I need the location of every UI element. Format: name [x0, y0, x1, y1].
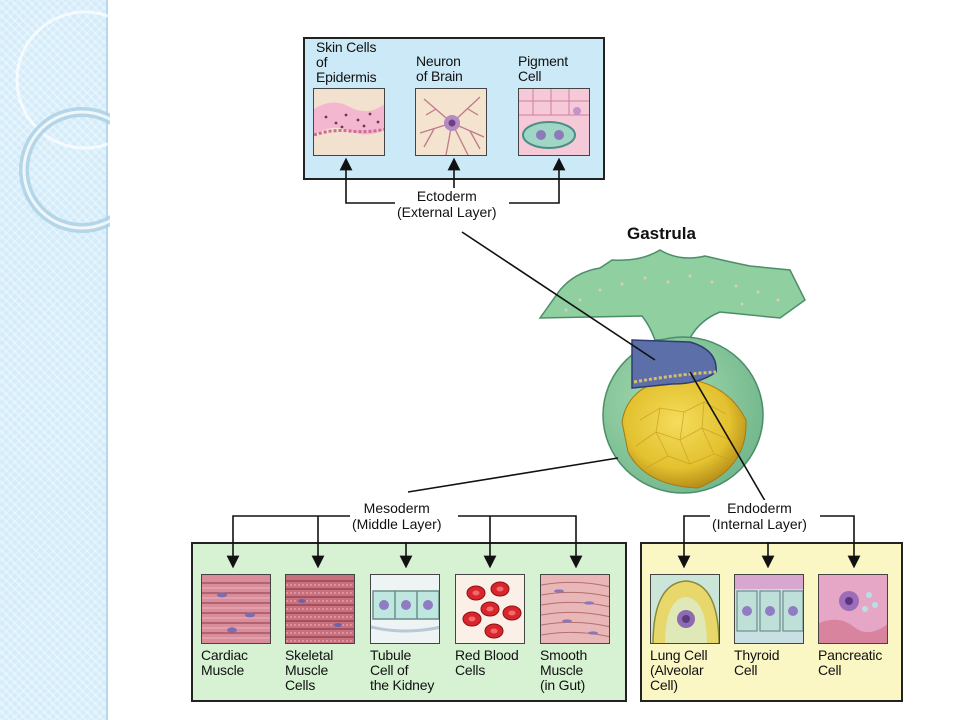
meso-cell-label-cardiac: Cardiac Muscle	[201, 647, 248, 678]
pigment-cell-illustration	[518, 88, 590, 156]
endo-cell-label-pancreatic: Pancreatic Cell	[818, 647, 883, 678]
meso-cell-label-skeletal: Skeletal Muscle Cells	[285, 647, 334, 693]
mesoderm-label: Mesoderm (Middle Layer)	[350, 500, 444, 532]
endo-cell-label-thyroid: Thyroid Cell	[734, 647, 780, 678]
diagram-title: Gastrula	[627, 224, 696, 243]
thyroid-cell-illustration	[734, 574, 804, 644]
meso-cell-label-kidney: Tubule Cell of the Kidney	[370, 647, 435, 693]
ecto-cell-label-skin: Skin Cells of Epidermis	[316, 39, 377, 85]
ectoderm-label: Ectoderm (External Layer)	[395, 188, 499, 220]
neuron-illustration	[415, 88, 487, 156]
red-blood-cells-illustration	[455, 574, 525, 644]
meso-cell-label-rbc: Red Blood Cells	[455, 647, 519, 678]
skeletal-muscle-illustration	[285, 574, 355, 644]
ecto-cell-label-neuron: Neuron of Brain	[416, 53, 463, 84]
smooth-muscle-illustration	[540, 574, 610, 644]
lung-cell-illustration	[650, 574, 720, 644]
endoderm-label: Endoderm (Internal Layer)	[710, 500, 809, 532]
meso-cell-label-smooth: Smooth Muscle (in Gut)	[540, 647, 588, 693]
kidney-tubule-cell-illustration	[370, 574, 440, 644]
pancreatic-cell-illustration	[818, 574, 888, 644]
cardiac-muscle-illustration	[201, 574, 271, 644]
skin-cell-illustration	[313, 88, 385, 156]
ecto-cell-label-pigment: Pigment Cell	[518, 53, 568, 84]
endo-cell-label-lung: Lung Cell (Alveolar Cell)	[650, 647, 708, 693]
decorative-rings	[15, 10, 110, 233]
